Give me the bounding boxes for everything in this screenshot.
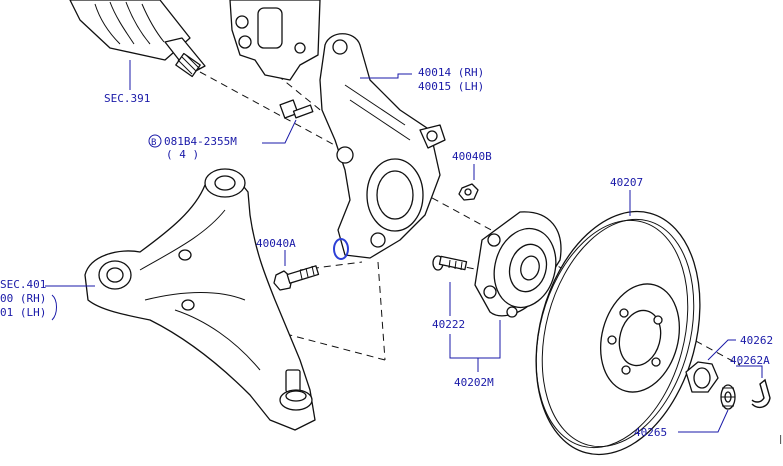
label-nut-40262: 40262 (740, 334, 773, 347)
label-stud: 40222 (432, 318, 465, 331)
drive-shaft-icon (69, 0, 206, 78)
hub-nut-icon (685, 361, 719, 393)
label-arm-rh: 00 (RH) (0, 292, 46, 305)
label-rotor: 40207 (610, 176, 643, 189)
label-nut-40040b: 40040B (452, 150, 492, 163)
lower-bolt-icon (273, 265, 320, 291)
wheel-hub-icon (474, 211, 562, 318)
label-arm-lh: 01 (LH) (0, 306, 46, 319)
label-bolt-b: B (151, 138, 156, 148)
label-pin-40262a: 40262A (730, 354, 770, 367)
washer-icon (720, 384, 736, 410)
brake-rotor-icon (535, 210, 701, 456)
steering-knuckle-icon (319, 33, 446, 259)
ball-joint-icon (279, 369, 313, 411)
hub-stud-icon (432, 255, 468, 271)
svg-text:|: | (778, 435, 783, 445)
highlight-mark (333, 238, 349, 260)
lower-control-arm-icon (84, 168, 316, 431)
cotter-pin-icon (751, 378, 771, 409)
label-washer: 40265 (634, 426, 667, 439)
label-bolt-qty: ( 4 ) (166, 148, 199, 161)
label-sec-401: SEC.401 (0, 278, 46, 291)
knuckle-bolt-icon (279, 99, 314, 119)
label-sec-391: SEC.391 (104, 92, 150, 105)
knuckle-nut-icon (458, 183, 479, 201)
label-knuckle-rh: 40014 (RH) (418, 66, 484, 79)
label-hub: 40202M (454, 376, 494, 389)
strut-bracket-icon (229, 0, 321, 81)
label-bolt-40040a: 40040A (256, 237, 296, 250)
label-bolt-code: 081B4-2355M (164, 135, 237, 148)
label-knuckle-lh: 40015 (LH) (418, 80, 484, 93)
label-b-circle (148, 134, 162, 148)
